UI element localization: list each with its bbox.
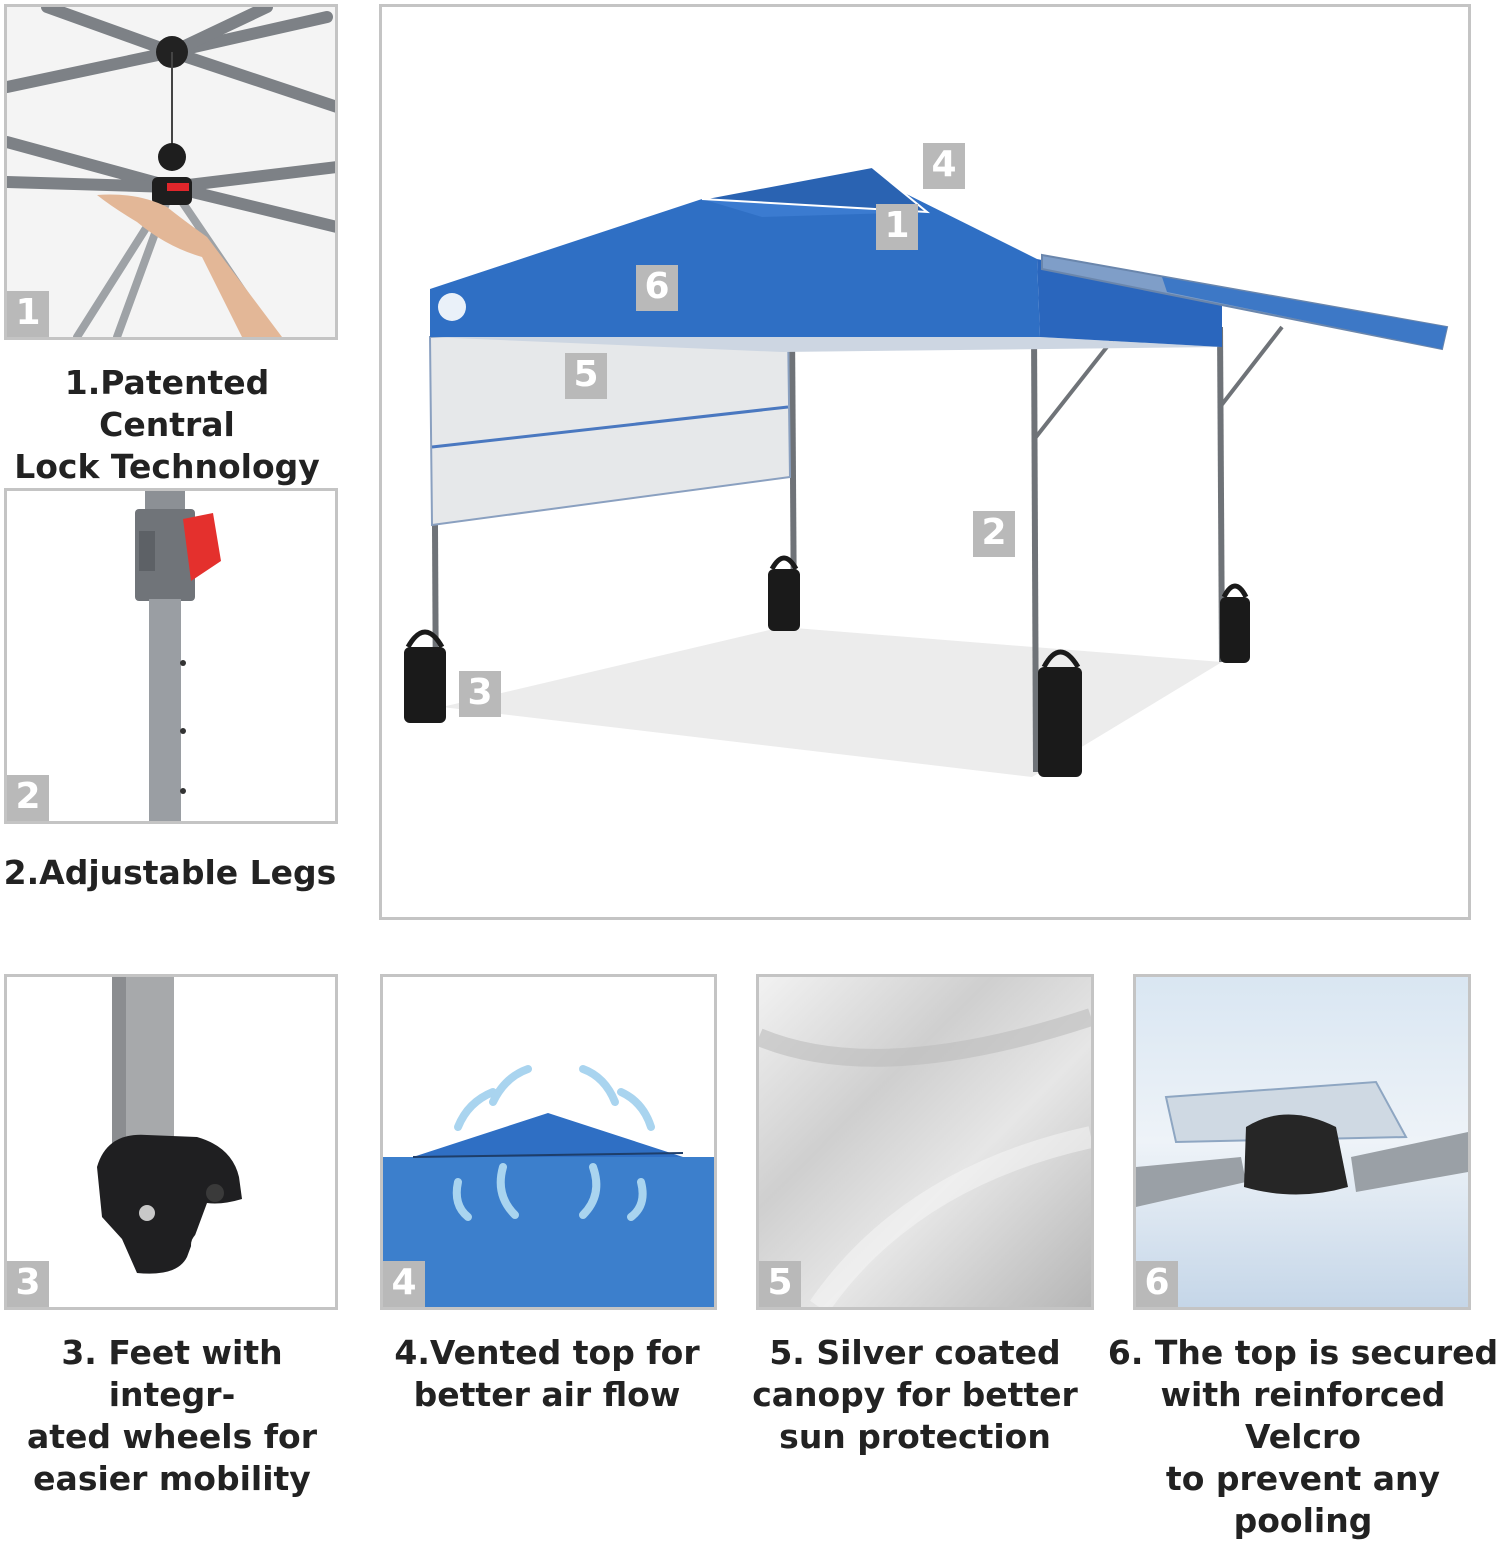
feature-caption-4: 4.Vented top for better air flow	[372, 1332, 722, 1416]
caption-line: 5. Silver coated	[769, 1333, 1061, 1372]
feet-image	[7, 977, 335, 1307]
caption-line: sun protection	[779, 1417, 1051, 1456]
caption-line: ated wheels for	[26, 1417, 318, 1456]
callout-badge-4: 4	[923, 143, 965, 189]
feature-number-badge: 3	[7, 1261, 49, 1307]
caption-line: canopy for better	[752, 1375, 1078, 1414]
callout-badge-1: 1	[876, 204, 918, 250]
feature-panel-central-lock: 1	[4, 4, 338, 340]
caption-line: to prevent any pooling	[1165, 1459, 1441, 1540]
feature-caption-3: 3. Feet with integr- ated wheels for eas…	[0, 1332, 344, 1500]
vented-top-image	[383, 977, 714, 1307]
feature-number-badge: 2	[7, 775, 49, 821]
central-lock-image	[7, 7, 335, 337]
feature-panel-velcro: 6	[1133, 974, 1471, 1310]
caption-line: 4.Vented top for	[394, 1333, 700, 1372]
feature-panel-feet: 3	[4, 974, 338, 1310]
velcro-image	[1136, 977, 1468, 1307]
feature-panel-vented-top: 4	[380, 974, 717, 1310]
feature-number-badge: 5	[759, 1261, 801, 1307]
caption-line: 6. The top is secured	[1107, 1333, 1499, 1372]
caption-line: 3. Feet with integr-	[61, 1333, 283, 1414]
feature-panel-adjustable-legs: 2	[4, 488, 338, 824]
caption-line: better air flow	[413, 1375, 681, 1414]
caption-line: 1.Patented Central	[64, 363, 270, 444]
adjustable-leg-image	[7, 491, 335, 821]
callout-badge-2: 2	[973, 511, 1015, 557]
callout-badge-6: 6	[636, 265, 678, 311]
caption-line: Lock Technology	[14, 447, 320, 486]
caption-line: with reinforced Velcro	[1160, 1375, 1446, 1456]
caption-line: easier mobility	[33, 1459, 311, 1498]
caption-line: 2.Adjustable Legs	[3, 853, 337, 892]
silver-fabric-image	[759, 977, 1091, 1307]
feature-number-badge: 6	[1136, 1261, 1178, 1307]
feature-number-badge: 1	[7, 291, 49, 337]
feature-caption-2: 2.Adjustable Legs	[0, 852, 340, 894]
feature-number-badge: 4	[383, 1261, 425, 1307]
feature-panel-silver-coated: 5	[756, 974, 1094, 1310]
feature-caption-6: 6. The top is secured with reinforced Ve…	[1106, 1332, 1500, 1542]
callout-badge-5: 5	[565, 353, 607, 399]
feature-caption-1: 1.Patented Central Lock Technology	[0, 362, 334, 488]
main-canopy-panel: 4 1 6 5 2 3	[379, 4, 1471, 920]
feature-caption-5: 5. Silver coated canopy for better sun p…	[740, 1332, 1090, 1458]
callout-badge-3: 3	[459, 671, 501, 717]
